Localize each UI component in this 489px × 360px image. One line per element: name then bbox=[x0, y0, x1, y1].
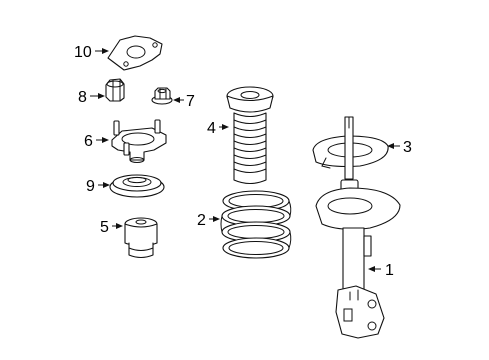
callout-4: 4 bbox=[207, 120, 229, 137]
callout-label-6: 6 bbox=[84, 133, 93, 150]
callout-5: 5 bbox=[100, 219, 123, 236]
part-6-strut-mount bbox=[111, 119, 167, 163]
callout-7: 7 bbox=[173, 93, 195, 110]
callout-label-2: 2 bbox=[197, 212, 206, 229]
part-2-coil-spring bbox=[220, 190, 292, 259]
part-7-flange-nut bbox=[151, 87, 173, 105]
part-5-bump-stop bbox=[124, 217, 158, 259]
part-4-dust-boot bbox=[226, 86, 274, 185]
callout-10: 10 bbox=[74, 44, 109, 61]
callout-label-5: 5 bbox=[100, 219, 109, 236]
part-8-nut bbox=[105, 78, 125, 102]
callout-label-3: 3 bbox=[403, 139, 412, 156]
callout-label-8: 8 bbox=[78, 89, 87, 106]
callout-label-1: 1 bbox=[385, 262, 394, 279]
callout-3: 3 bbox=[387, 139, 412, 156]
callout-8: 8 bbox=[78, 89, 105, 106]
part-1-strut-assembly bbox=[315, 116, 401, 339]
part-9-spring-seat bbox=[109, 174, 165, 198]
callout-6: 6 bbox=[84, 133, 109, 150]
part-10-insulator-plate bbox=[107, 35, 163, 71]
callout-1: 1 bbox=[368, 262, 394, 279]
callout-label-7: 7 bbox=[186, 93, 195, 110]
callout-2: 2 bbox=[197, 212, 220, 229]
callout-label-10: 10 bbox=[74, 44, 92, 61]
callout-label-4: 4 bbox=[207, 120, 216, 137]
callout-9: 9 bbox=[86, 178, 110, 195]
callout-label-9: 9 bbox=[86, 178, 95, 195]
